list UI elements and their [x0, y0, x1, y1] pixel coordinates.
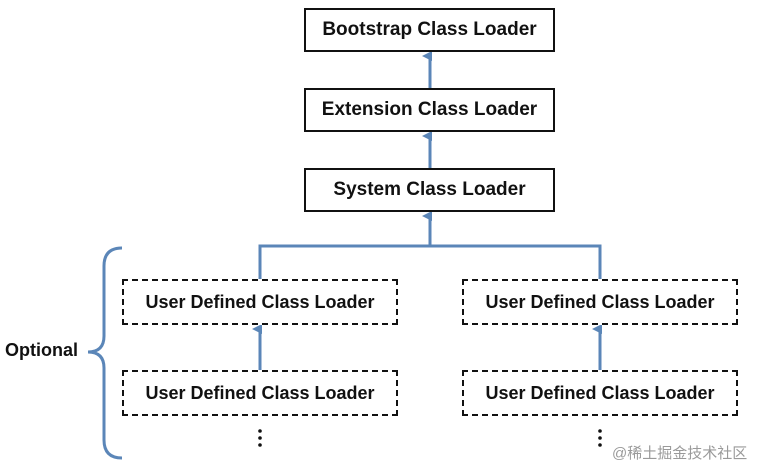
extension-class-loader-box: Extension Class Loader: [304, 88, 555, 132]
optional-label: Optional: [5, 340, 78, 360]
left-ellipsis: [258, 429, 262, 447]
bootstrap-class-loader-box: Bootstrap Class Loader: [304, 8, 555, 52]
right-ellipsis: [598, 429, 602, 447]
user-defined-loader-left-bottom-label: User Defined Class Loader: [145, 382, 375, 403]
bootstrap-class-loader-label: Bootstrap Class Loader: [322, 19, 537, 40]
user-defined-loader-right-top-label: User Defined Class Loader: [485, 291, 715, 312]
user-defined-loader-right-bottom-label: User Defined Class Loader: [485, 382, 715, 403]
watermark-text: @稀土掘金技术社区: [612, 445, 748, 462]
user-defined-loader-left-bottom-box: User Defined Class Loader: [122, 370, 398, 416]
user-defined-loader-right-bottom-box: User Defined Class Loader: [462, 370, 738, 416]
system-class-loader-label: System Class Loader: [333, 179, 526, 200]
user-defined-loader-right-top-box: User Defined Class Loader: [462, 279, 738, 325]
user-defined-loader-left-top-box: User Defined Class Loader: [122, 279, 398, 325]
extension-class-loader-label: Extension Class Loader: [321, 99, 538, 120]
user-defined-loader-left-top-label: User Defined Class Loader: [145, 291, 375, 312]
arrow-user-loaders-to-system: [258, 244, 602, 279]
system-class-loader-box: System Class Loader: [304, 168, 555, 212]
optional-brace: [87, 246, 123, 460]
